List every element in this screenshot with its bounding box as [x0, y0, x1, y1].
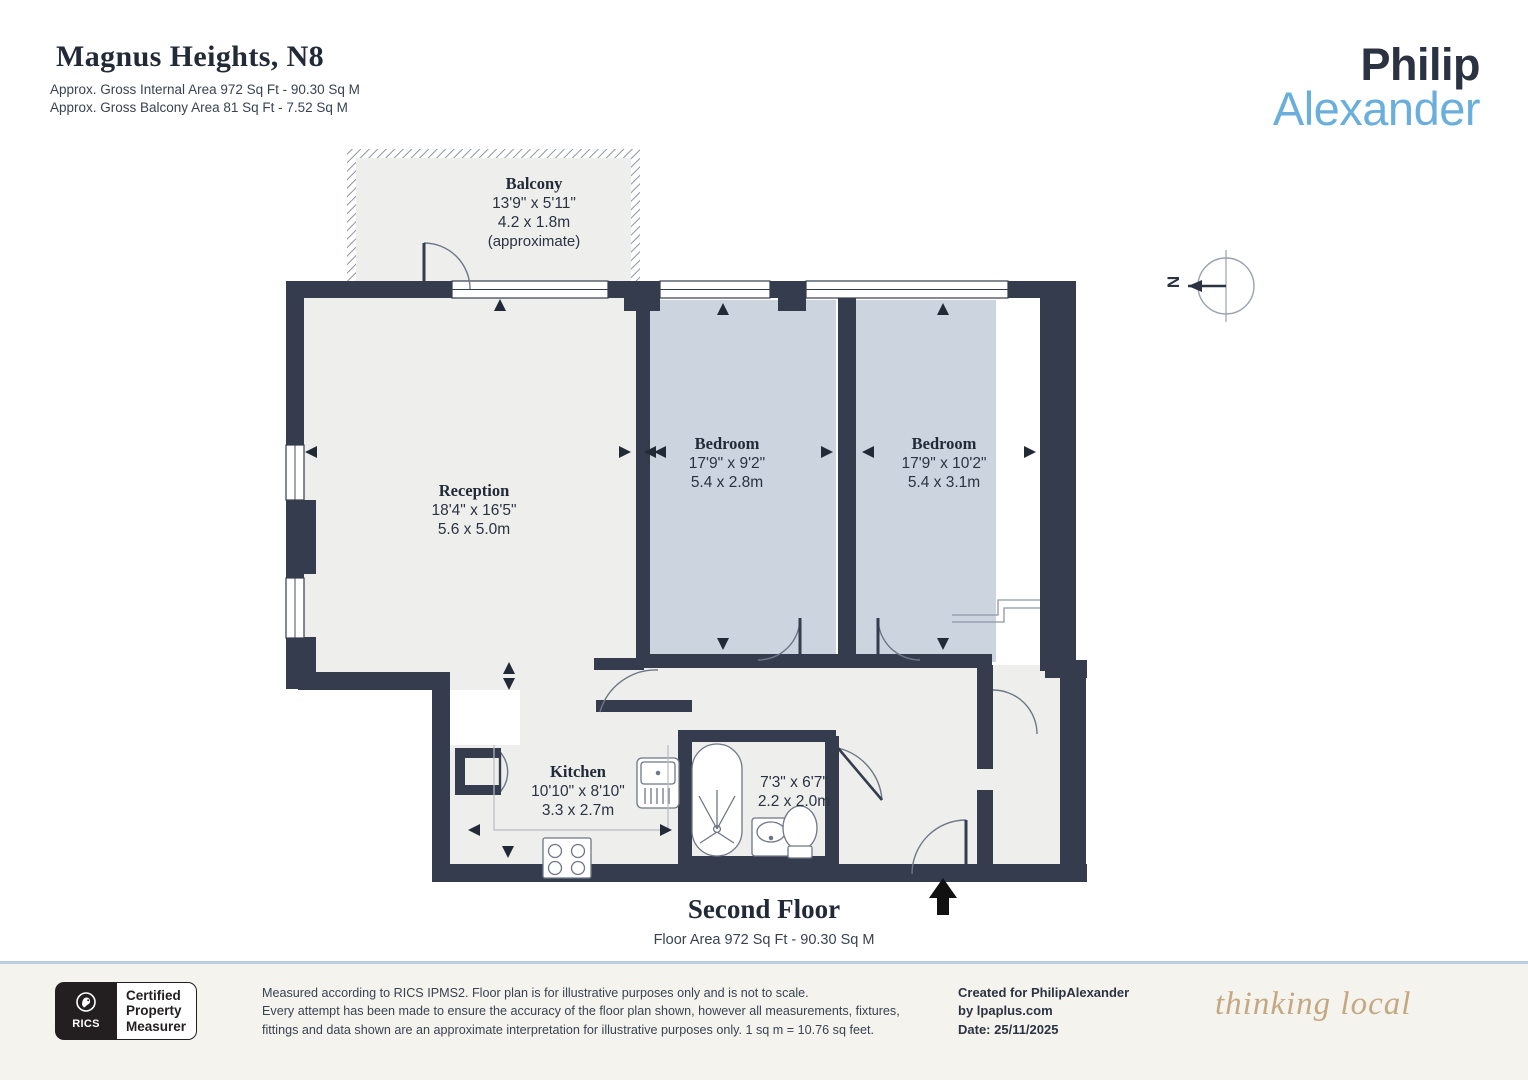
basin-fixture — [751, 817, 791, 857]
rics-line-3: Measurer — [126, 1018, 187, 1034]
windows — [285, 280, 1009, 639]
dimension-arrows — [305, 299, 1036, 858]
philip-alexander-logo: Philip Alexander — [1272, 39, 1481, 136]
disclaimer-line-1: Measured according to RICS IPMS2. Floor … — [262, 986, 809, 1000]
rics-certified-text: Certified Property Measurer — [117, 982, 198, 1040]
floor-area-text: Floor Area 972 Sq Ft - 90.30 Sq M — [653, 932, 875, 948]
disclaimer-text: Measured according to RICS IPMS2. Floor … — [262, 984, 900, 1039]
disclaimer-line-2: Every attempt has been made to ensure th… — [262, 1004, 900, 1019]
created-for-line: Created for PhilipAlexander — [958, 985, 1130, 1000]
rics-certified-badge: RICS Certified Property Measurer — [55, 982, 198, 1040]
rics-wordmark: RICS — [72, 1018, 100, 1030]
rics-line-2: Property — [126, 1003, 182, 1019]
wardrobe-line — [952, 599, 1040, 623]
balcony-area — [347, 149, 640, 287]
compass-rose: N — [1164, 248, 1264, 324]
kitchen-hob-fixture — [542, 837, 592, 879]
rics-line-1: Certified — [126, 988, 181, 1004]
disclaimer-line-3: fittings and data shown are an approxima… — [262, 1022, 874, 1037]
logo-line-alexander: Alexander — [1272, 82, 1481, 136]
walls — [286, 281, 1087, 882]
door-swings — [422, 242, 1038, 875]
reception-floor — [298, 292, 640, 708]
created-by-line: by lpaplus.com — [958, 1003, 1053, 1019]
gross-balcony-area-text: Approx. Gross Balcony Area 81 Sq Ft - 7.… — [50, 100, 348, 115]
rics-lion-icon — [76, 992, 96, 1012]
rics-logo: RICS — [55, 982, 117, 1040]
gross-internal-area-text: Approx. Gross Internal Area 972 Sq Ft - … — [50, 82, 360, 97]
created-for-block: Created for PhilipAlexander by lpaplus.c… — [958, 984, 1129, 1039]
floor-name: Second Floor — [687, 894, 841, 924]
page-title: Magnus Heights, N8 — [56, 40, 325, 73]
bedroom-1-floor — [648, 300, 836, 662]
created-date-line: Date: 25/11/2025 — [958, 1021, 1059, 1037]
bathtub-fixture — [691, 743, 743, 857]
footer: RICS Certified Property Measurer Measure… — [0, 964, 1528, 1080]
floor-plan-drawing — [285, 149, 1087, 915]
toilet-fixture — [782, 805, 818, 859]
logo-line-philip: Philip — [1360, 39, 1481, 90]
tagline: thinking local — [1215, 986, 1412, 1022]
kitchen-sink-fixture — [636, 757, 680, 809]
kitchen-worktop-outline — [493, 745, 669, 831]
footer-divider — [0, 961, 1528, 964]
entrance-arrow — [929, 878, 957, 915]
